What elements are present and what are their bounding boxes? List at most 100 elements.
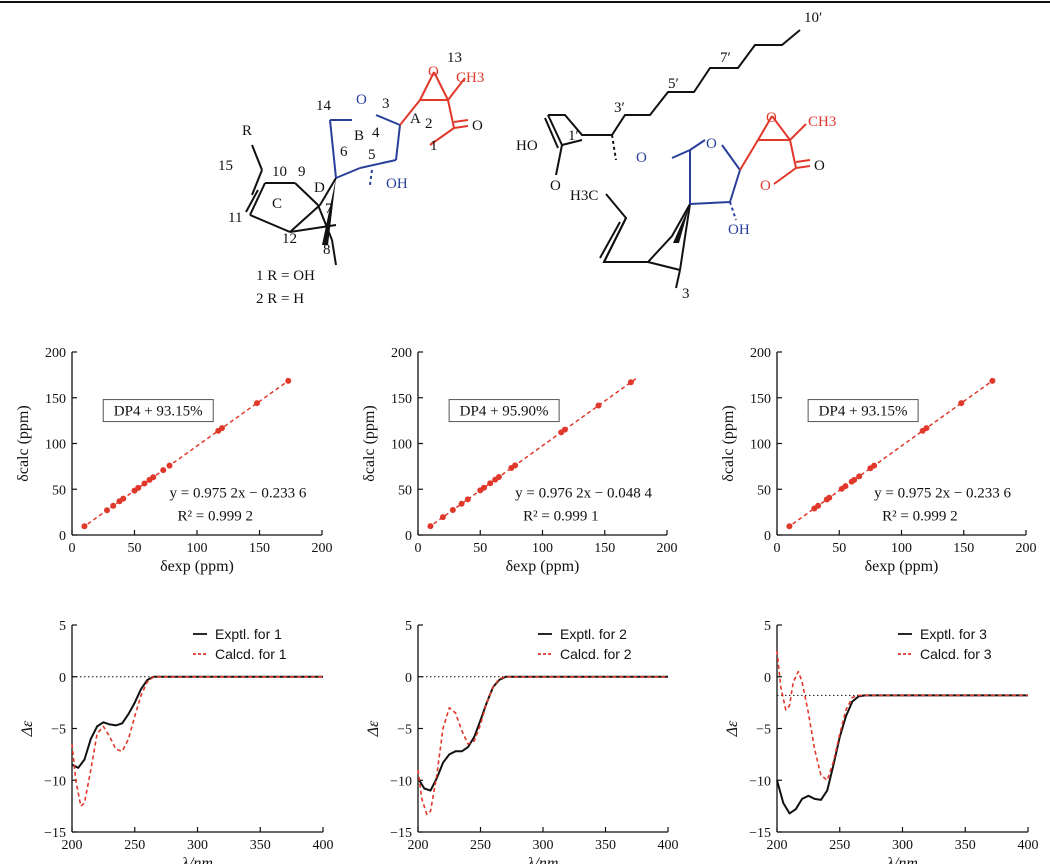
fit-r-squared: R² = 0.999 2 (178, 508, 253, 524)
y-tick-label: 150 (391, 392, 412, 407)
data-point (150, 474, 157, 481)
legend-label: Exptl. for 1 (215, 626, 282, 642)
structure-left-bonds-black (245, 144, 337, 266)
right-label-carbonyl-O-acid: O (550, 178, 561, 194)
x-tick-label: 50 (832, 541, 846, 556)
data-point (81, 523, 88, 530)
x-tick-label: 200 (767, 838, 788, 853)
data-point (120, 495, 127, 502)
right-label-CH3: CH3 (808, 114, 836, 130)
dp4-annotation-text: DP4 + 93.15% (819, 404, 908, 420)
left-caption-1: 1 R = OH (256, 268, 315, 284)
left-label-C: C (272, 196, 282, 212)
y-tick-label: −15 (390, 826, 412, 841)
data-point (786, 523, 793, 530)
x-tick-label: 200 (312, 541, 333, 556)
left-caption-2: 2 R = H (256, 291, 304, 307)
x-axis-title: δexp (ppm) (160, 558, 234, 575)
right-label-carbonyl-O: O (814, 158, 825, 174)
left-label-15: 15 (218, 158, 233, 174)
legend-label: Exptl. for 3 (920, 626, 987, 642)
x-tick-label: 400 (1018, 838, 1039, 853)
x-tick-label: 200 (1016, 541, 1037, 556)
y-tick-label: 0 (764, 671, 771, 686)
y-tick-label: 5 (59, 619, 66, 634)
left-label-carbonyl-O: O (472, 118, 483, 134)
x-tick-label: 350 (250, 838, 271, 853)
left-label-3: 3 (382, 96, 390, 112)
left-label-D: D (314, 180, 325, 196)
left-label-ring-O: O (356, 92, 367, 108)
y-axis-title: Δε (19, 720, 36, 737)
data-point (160, 467, 167, 474)
data-point (166, 462, 173, 469)
legend-label: Exptl. for 2 (560, 626, 627, 642)
y-tick-label: −10 (390, 774, 412, 789)
left-label-epoxide-O: O (428, 64, 439, 80)
x-tick-label: 300 (533, 838, 554, 853)
calculated-ecd-curve (417, 676, 668, 816)
y-axis-title: δcalc (ppm) (361, 405, 378, 481)
left-label-8: 8 (323, 242, 331, 258)
calculated-ecd-curve (776, 650, 1028, 782)
y-tick-label: −15 (44, 826, 66, 841)
x-tick-label: 250 (124, 838, 145, 853)
data-point (958, 400, 965, 407)
x-tick-label: 300 (892, 838, 913, 853)
y-tick-label: −5 (397, 723, 412, 738)
left-label-OH: OH (386, 176, 408, 192)
x-tick-label: 200 (408, 838, 429, 853)
y-tick-label: −10 (749, 774, 771, 789)
y-tick-label: 50 (52, 483, 66, 498)
x-tick-label: 100 (187, 541, 208, 556)
fit-equation: y = 0.975 2x − 0.233 6 (170, 485, 307, 501)
data-point (815, 502, 822, 509)
x-tick-label: 150 (594, 541, 615, 556)
left-label-B: B (354, 128, 364, 144)
data-point (135, 484, 142, 491)
right-label-lactone-O: O (760, 178, 771, 194)
data-point (427, 523, 434, 530)
data-point (110, 502, 117, 509)
left-label-6: 6 (340, 144, 348, 160)
right-label-epoxide-O: O (766, 110, 777, 126)
y-tick-label: 5 (764, 619, 771, 634)
left-label-11: 11 (228, 210, 242, 226)
x-tick-label: 100 (891, 541, 912, 556)
dp4-annotation-text: DP4 + 95.90% (460, 404, 549, 420)
x-tick-label: 350 (955, 838, 976, 853)
x-axis-title: λ/nm (527, 855, 559, 864)
left-label-12: 12 (282, 231, 297, 247)
left-label-CH3: CH3 (456, 70, 484, 86)
data-point (487, 480, 494, 487)
y-tick-label: −10 (44, 774, 66, 789)
data-point (141, 480, 148, 487)
dp4-annotation-box (807, 399, 919, 423)
structure-right-bonds-black (544, 29, 801, 289)
right-label-10prime: 10′ (804, 10, 822, 26)
y-tick-label: 0 (59, 529, 66, 544)
data-point (561, 426, 568, 433)
right-label-HO: HO (516, 138, 538, 154)
data-point (439, 514, 446, 521)
y-tick-label: −15 (749, 826, 771, 841)
left-label-A: A (410, 111, 421, 127)
x-axis-title: λ/nm (181, 855, 213, 864)
data-point (851, 476, 858, 483)
structure-right: 10′ 7′ 5′ 3′ 1′ HO O O O CH3 O O O OH H3… (516, 10, 836, 302)
data-point (595, 402, 602, 409)
right-label-7prime: 7′ (720, 50, 731, 66)
x-tick-label: 300 (187, 838, 208, 853)
data-point (449, 507, 456, 514)
structure-left: R 15 10 9 D 11 C 12 7 8 6 14 O B 3 4 5 A… (218, 50, 484, 307)
legend-label: Calcd. for 1 (215, 646, 287, 662)
data-point (495, 473, 502, 480)
right-label-5prime: 5′ (668, 76, 679, 92)
fit-r-squared: R² = 0.999 1 (523, 508, 598, 524)
data-point (923, 425, 930, 432)
x-tick-label: 0 (69, 541, 76, 556)
x-tick-label: 200 (657, 541, 678, 556)
